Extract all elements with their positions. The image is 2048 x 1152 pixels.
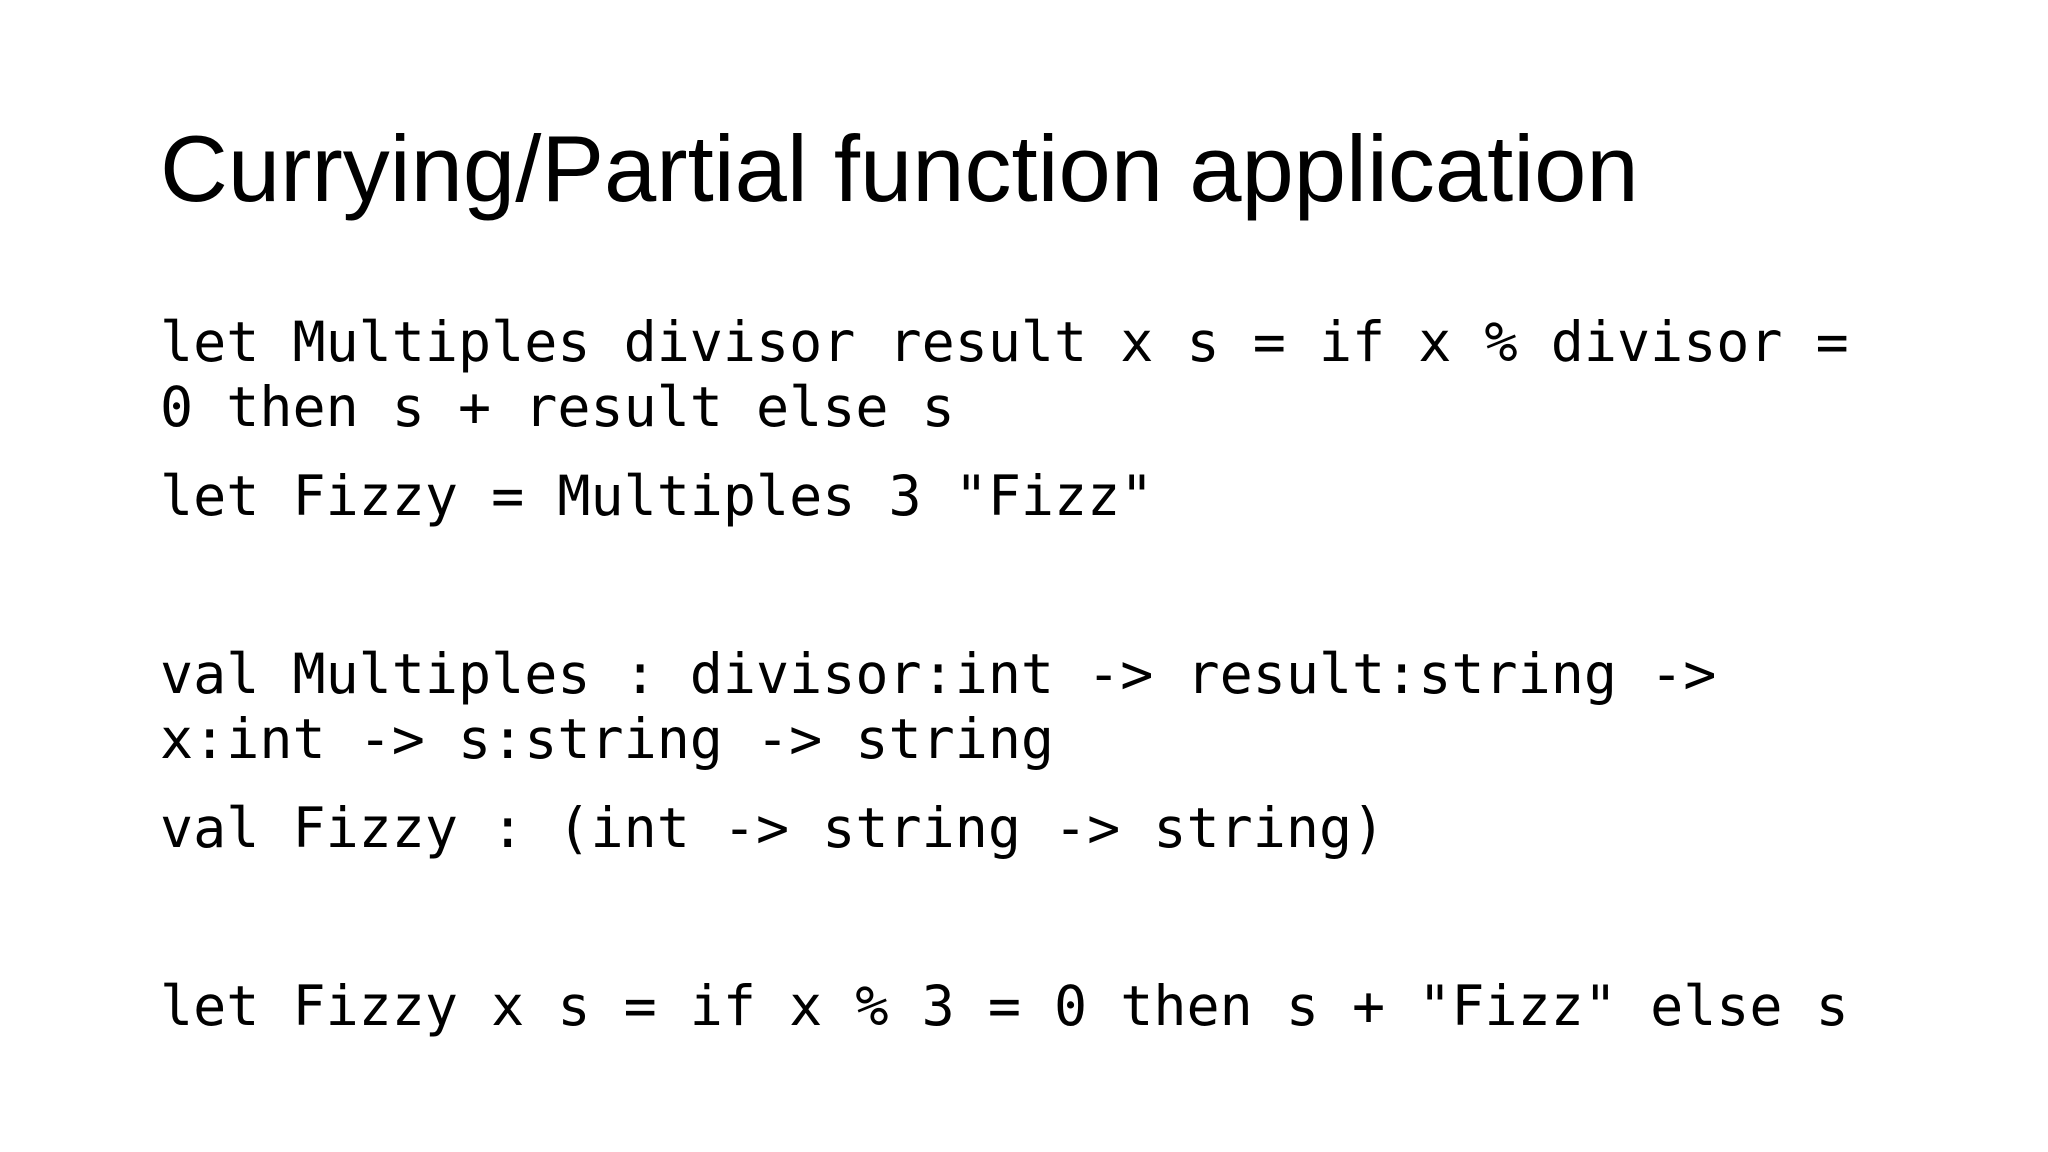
- code-line: let Fizzy = Multiples 3 "Fizz": [160, 464, 1154, 528]
- code-paragraph: [160, 885, 1940, 950]
- code-line: val Fizzy : (int -> string -> string): [160, 796, 1386, 860]
- code-paragraph: let Fizzy = Multiples 3 "Fizz": [160, 464, 1940, 529]
- code-paragraph: val Multiples : divisor:int -> result:st…: [160, 642, 1940, 772]
- code-line: 0 then s + result else s: [160, 375, 955, 439]
- code-paragraph: let Multiples divisor result x s = if x …: [160, 310, 1940, 440]
- slide-title: Currying/Partial function application: [160, 116, 1639, 221]
- code-line: val Multiples : divisor:int -> result:st…: [160, 642, 1717, 706]
- code-line: let Fizzy x s = if x % 3 = 0 then s + "F…: [160, 974, 1849, 1038]
- code-line: let Multiples divisor result x s = if x …: [160, 310, 1849, 374]
- code-line: [160, 885, 1940, 950]
- code-paragraph: [160, 553, 1940, 618]
- code-line: [160, 553, 1940, 618]
- code-line: x:int -> s:string -> string: [160, 707, 1055, 771]
- code-paragraph: let Fizzy x s = if x % 3 = 0 then s + "F…: [160, 974, 1940, 1039]
- code-block: let Multiples divisor result x s = if x …: [160, 310, 1940, 1063]
- code-paragraph: val Fizzy : (int -> string -> string): [160, 796, 1940, 861]
